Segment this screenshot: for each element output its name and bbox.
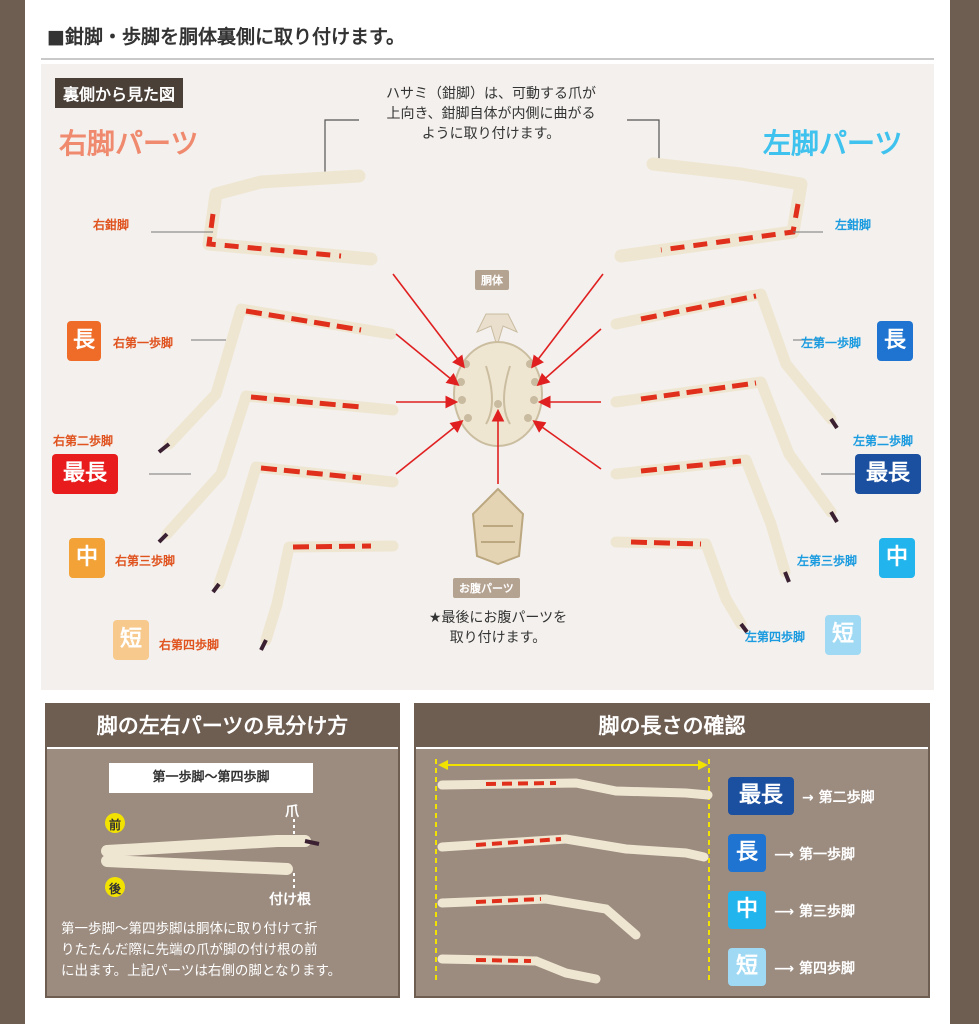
identification-body: 第一歩脚〜第四歩脚 前 後 爪 付け根 第一歩脚〜第四歩脚は胴体に取り付けて折 … — [47, 749, 398, 996]
left-leg4-label: 左第四歩脚 — [745, 630, 806, 644]
right-leg-4 — [259, 540, 399, 651]
claw-note-line-3: ように取り付けます。 — [421, 126, 561, 142]
leg-length-panel: 脚の長さの確認 最長 → 第二歩脚 長 ⟶ 第一歩脚 中 ⟶ 第三歩脚 — [414, 703, 930, 998]
right-parts-title: 右脚パーツ — [59, 127, 199, 160]
right-leg-1 — [157, 303, 397, 454]
leg-length-title: 脚の長さの確認 — [416, 705, 928, 747]
leg-length-body: 最長 → 第二歩脚 長 ⟶ 第一歩脚 中 ⟶ 第三歩脚 短 ⟶ 第四歩脚 — [416, 749, 928, 996]
right-leg1-badge: 長 — [67, 321, 101, 361]
abdomen-note-line-1: ★最後にお腹パーツを — [428, 610, 568, 626]
left-leg2-label: 左第二歩脚 — [853, 434, 914, 448]
label-leaders — [149, 231, 861, 475]
left-parts-title: 左脚パーツ — [763, 127, 903, 160]
length-text-longest: → 第二歩脚 — [802, 790, 875, 806]
attachment-arrows — [392, 273, 604, 484]
root-marker: 付け根 — [269, 892, 311, 908]
right-leg2-label: 右第二歩脚 — [53, 434, 114, 448]
claw-note-leader-left — [627, 119, 660, 164]
body-tag: 胴体 — [475, 270, 509, 290]
abdomen-tag: お腹パーツ — [453, 578, 520, 598]
view-tag: 裏側から見た図 — [55, 78, 184, 108]
left-claw-label: 左鉗脚 — [835, 218, 872, 232]
left-claw-part — [614, 157, 808, 263]
length-name-longest: 第二歩脚 — [818, 790, 875, 806]
length-badge-longest: 最長 — [728, 777, 794, 815]
length-badge-long: 長 — [728, 834, 766, 872]
right-leg2-badge: 最長 — [52, 454, 118, 494]
right-leg4-badge: 短 — [113, 620, 149, 660]
identification-description: 第一歩脚〜第四歩脚は胴体に取り付けて折 りたたんだ際に先端の爪が脚の付け根の前 … — [61, 919, 388, 982]
diagram-drawing — [149, 119, 861, 651]
back-marker: 後 — [108, 882, 121, 896]
length-name-long: 第一歩脚 — [798, 847, 855, 863]
right-claw-part — [202, 169, 378, 266]
left-leg1-badge: 長 — [877, 321, 913, 361]
left-leg-2 — [610, 376, 839, 524]
length-text-long: ⟶ 第一歩脚 — [774, 847, 855, 863]
leg-comparison-drawing — [101, 813, 320, 897]
right-leg3-label: 右第三歩脚 — [115, 554, 176, 568]
header-divider — [41, 58, 934, 60]
claw-note-line-2: 上向き、鉗脚自体が内側に曲がる — [386, 106, 596, 122]
abdomen-note-line-2: 取り付けます。 — [449, 630, 547, 646]
identification-title: 脚の左右パーツの見分け方 — [47, 705, 398, 747]
claw-note: ハサミ（鉗脚）は、可動する爪が 上向き、鉗脚自体が内側に曲がる ように取り付けま… — [366, 84, 616, 144]
front-marker: 前 — [108, 818, 121, 832]
left-leg2-badge: 最長 — [855, 454, 921, 494]
abdomen-note: ★最後にお腹パーツを 取り付けます。 — [383, 608, 613, 648]
left-leg-4 — [610, 536, 749, 634]
length-badge-short: 短 — [728, 948, 766, 986]
right-leg3-badge: 中 — [69, 538, 105, 578]
identification-caption: 第一歩脚〜第四歩脚 — [109, 763, 313, 793]
left-leg1-label: 左第一歩脚 — [801, 336, 862, 350]
length-text-mid: ⟶ 第三歩脚 — [774, 904, 855, 920]
carapace-body — [453, 313, 543, 447]
left-leg-1 — [610, 288, 839, 430]
section-header: ■鉗脚・歩脚を胴体裏側に取り付けます。 — [47, 26, 406, 48]
length-badge-mid: 中 — [728, 891, 766, 929]
abdomen-part — [471, 487, 525, 566]
description-line-1: 第一歩脚〜第四歩脚は胴体に取り付けて折 — [61, 921, 318, 937]
right-leg4-label: 右第四歩脚 — [159, 638, 220, 652]
assembly-diagram: 裏側から見た図 右脚パーツ 左脚パーツ ハサミ（鉗脚）は、可動する爪が 上向き、… — [41, 64, 934, 690]
length-text-short: ⟶ 第四歩脚 — [774, 961, 855, 977]
right-leg-2 — [157, 390, 399, 544]
length-name-short: 第四歩脚 — [798, 961, 855, 977]
claw-note-leader-right — [324, 119, 359, 176]
left-leg4-badge: 短 — [825, 615, 861, 655]
length-name-mid: 第三歩脚 — [798, 904, 855, 920]
right-leg-3 — [211, 461, 399, 594]
right-claw-label: 右鉗脚 — [93, 218, 130, 232]
right-leg1-label: 右第一歩脚 — [113, 336, 174, 350]
left-leg3-badge: 中 — [879, 538, 915, 578]
description-line-2: りたたんだ際に先端の爪が脚の付け根の前 — [61, 942, 318, 958]
left-right-identification-panel: 脚の左右パーツの見分け方 第一歩脚〜第四歩脚 前 後 爪 付け根 第一歩脚〜第四… — [45, 703, 400, 998]
page: ■鉗脚・歩脚を胴体裏側に取り付けます。 裏側から見た図 右脚パーツ 左脚パーツ … — [25, 0, 950, 1024]
leg-length-drawing — [435, 759, 713, 984]
claw-note-line-1: ハサミ（鉗脚）は、可動する爪が — [386, 86, 596, 102]
claw-marker: 爪 — [285, 804, 299, 820]
description-line-3: に出ます。上記パーツは右側の脚となります。 — [61, 963, 342, 979]
left-leg-3 — [610, 454, 791, 583]
left-leg3-label: 左第三歩脚 — [797, 554, 858, 568]
